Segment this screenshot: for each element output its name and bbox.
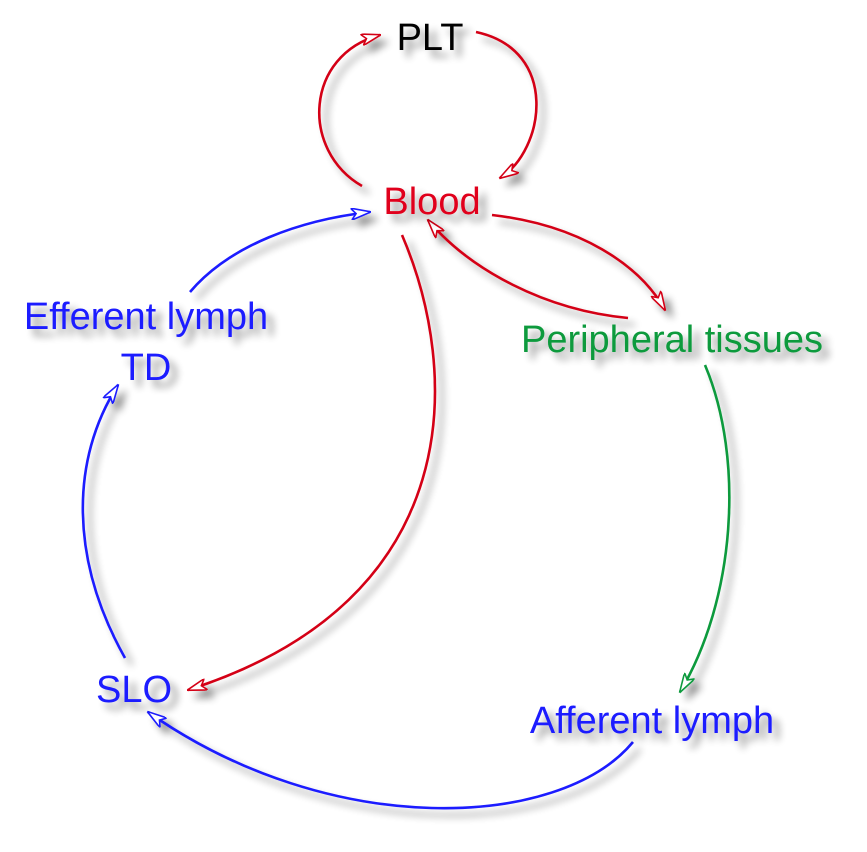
arrow-blood-to-plt — [318, 35, 380, 188]
arrow-peripheral-to-afferent — [680, 364, 731, 692]
node-efferent-lymph: Efferent lymph — [24, 296, 268, 338]
arrow-afferent-to-slo — [148, 712, 634, 810]
node-td: TD — [121, 347, 172, 389]
node-peripheral-tissues: Peripheral tissues — [521, 319, 823, 361]
node-slo: SLO — [96, 669, 172, 711]
node-plt: PLT — [397, 17, 464, 59]
node-afferent-lymph: Afferent lymph — [530, 700, 774, 742]
arrow-blood-to-slo — [188, 234, 437, 692]
arrow-slo-to-efferent — [81, 385, 127, 659]
arrow-blood-to-peripheral — [491, 213, 665, 310]
arrow-plt-to-blood — [475, 30, 538, 178]
node-blood: Blood — [383, 181, 480, 223]
arrow-peripheral-to-blood — [428, 220, 629, 320]
arrow-efferent-to-blood — [189, 212, 370, 293]
